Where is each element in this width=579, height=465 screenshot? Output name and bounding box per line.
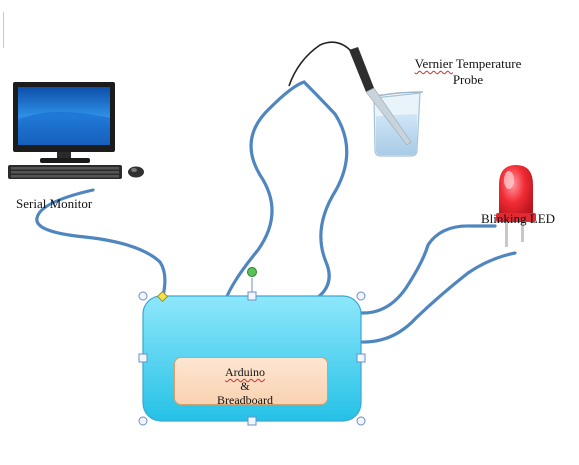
led-wire-top: [359, 224, 497, 315]
probe-word: Probe: [452, 72, 484, 87]
blinking-led-label: Blinking LED: [481, 211, 556, 226]
vernier-word: Vernier: [414, 56, 453, 71]
arduino-word: Arduino: [225, 365, 265, 379]
adjust-handle[interactable]: [156, 290, 169, 303]
breadboard-word: Breadboard: [217, 393, 273, 407]
led-wire-bottom: [359, 251, 517, 344]
arduino-label: Arduino & Breadboard: [174, 365, 316, 407]
probe-wire: [221, 80, 349, 325]
vernier-probe-label: Vernier Temperature Probe: [402, 56, 534, 88]
arduino-ampersand: &: [240, 379, 250, 393]
rotate-handle[interactable]: [247, 267, 257, 277]
window-edge: [0, 12, 4, 48]
connection-wires: [35, 80, 517, 344]
temperature-probe-icon: [288, 41, 412, 146]
desktop-computer-icon: [8, 82, 144, 179]
arduino-label-box: [174, 357, 328, 405]
temperature-word: Temperature: [455, 56, 522, 71]
led-icon: [496, 165, 536, 247]
serial-monitor-label: Serial Monitor: [16, 196, 93, 211]
serial-wire: [35, 188, 167, 298]
selection-handles[interactable]: [138, 278, 366, 426]
